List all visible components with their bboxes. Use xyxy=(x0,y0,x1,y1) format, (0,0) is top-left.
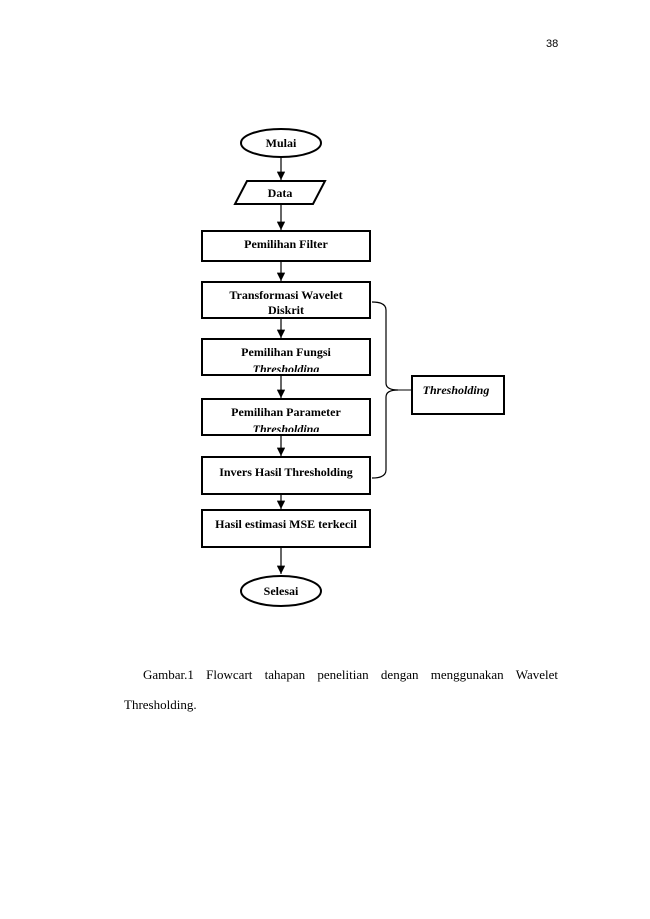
start-label: Mulai xyxy=(266,136,297,150)
start-terminal: Mulai xyxy=(240,128,322,158)
figure-caption-line2: Thresholding. xyxy=(124,697,197,712)
step2-label-line2: Diskrit xyxy=(268,303,304,317)
step1-label: Pemilihan Filter xyxy=(244,237,328,251)
process-transformasi-wavelet: Transformasi Wavelet Diskrit xyxy=(201,281,371,319)
process-pemilihan-filter: Pemilihan Filter xyxy=(201,230,371,262)
data-input-shape: Data xyxy=(233,180,327,205)
page-number: 38 xyxy=(546,38,559,50)
thresholding-brace xyxy=(371,301,399,479)
step4-label-line2: Thresholding xyxy=(253,422,320,436)
step2-label-line1: Transformasi Wavelet xyxy=(229,288,342,302)
end-label: Selesai xyxy=(264,584,299,598)
process-invers-hasil: Invers Hasil Thresholding xyxy=(201,456,371,495)
thresholding-group-box: Thresholding xyxy=(411,375,505,415)
process-hasil-estimasi: Hasil estimasi MSE terkecil xyxy=(201,509,371,548)
step3-label-line1: Pemilihan Fungsi xyxy=(241,345,331,359)
step6-label: Hasil estimasi MSE terkecil xyxy=(215,517,357,531)
process-pemilihan-parameter: Pemilihan Parameter Thresholding xyxy=(201,398,371,436)
process-pemilihan-fungsi: Pemilihan Fungsi Thresholding xyxy=(201,338,371,376)
step3-label-line2: Thresholding xyxy=(253,362,320,376)
end-terminal: Selesai xyxy=(240,575,322,607)
step4-label-line1: Pemilihan Parameter xyxy=(231,405,341,419)
figure-caption-line1: Gambar.1 Flowcart tahapan penelitian den… xyxy=(143,667,558,682)
step5-label: Invers Hasil Thresholding xyxy=(219,465,353,479)
data-label: Data xyxy=(268,186,293,200)
thresholding-group-label: Thresholding xyxy=(423,383,490,397)
